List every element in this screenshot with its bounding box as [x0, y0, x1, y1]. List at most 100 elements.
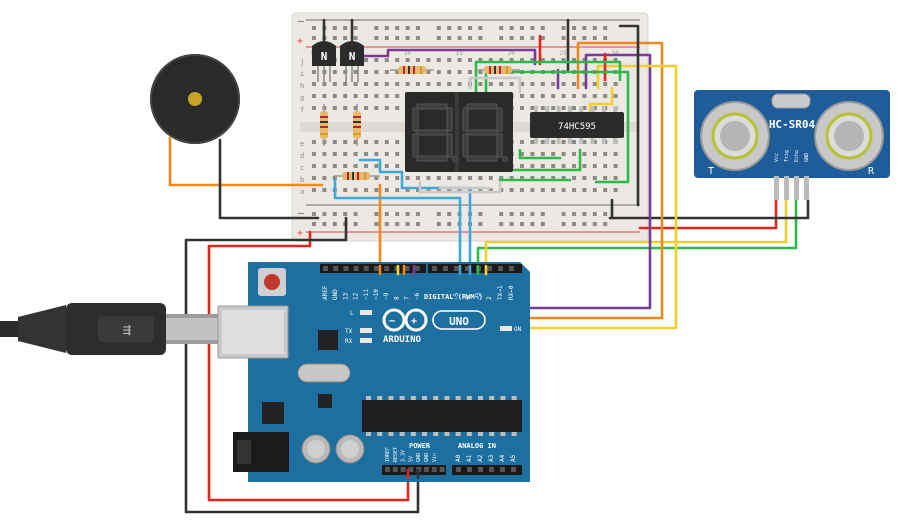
- breadboard-hole[interactable]: [312, 70, 316, 74]
- breadboard-hole[interactable]: [509, 188, 514, 192]
- breadboard-hole[interactable]: [582, 164, 587, 168]
- breadboard-hole[interactable]: [374, 222, 379, 226]
- breadboard-hole[interactable]: [613, 94, 618, 98]
- breadboard-hole[interactable]: [551, 176, 556, 180]
- breadboard-hole[interactable]: [405, 26, 410, 30]
- breadboard-hole[interactable]: [603, 82, 608, 86]
- breadboard-hole[interactable]: [592, 106, 597, 110]
- breadboard-hole[interactable]: [520, 58, 524, 62]
- breadboard-hole[interactable]: [509, 212, 514, 216]
- breadboard-hole[interactable]: [384, 140, 389, 144]
- breadboard-hole[interactable]: [384, 222, 389, 226]
- breadboard-hole[interactable]: [395, 26, 400, 30]
- breadboard-hole[interactable]: [395, 152, 400, 156]
- breadboard-hole[interactable]: [582, 94, 587, 98]
- breadboard-hole[interactable]: [592, 58, 597, 62]
- breadboard-hole[interactable]: [582, 58, 587, 62]
- breadboard-hole[interactable]: [343, 70, 348, 74]
- breadboard-hole[interactable]: [572, 164, 576, 168]
- breadboard-hole[interactable]: [374, 58, 379, 62]
- breadboard-hole[interactable]: [374, 212, 379, 216]
- breadboard-hole[interactable]: [603, 222, 608, 226]
- breadboard-hole[interactable]: [312, 222, 316, 226]
- breadboard-hole[interactable]: [426, 58, 431, 62]
- breadboard-hole[interactable]: [520, 212, 524, 216]
- breadboard-hole[interactable]: [364, 164, 368, 168]
- breadboard-hole[interactable]: [572, 152, 576, 156]
- breadboard-hole[interactable]: [343, 94, 348, 98]
- breadboard-hole[interactable]: [322, 164, 327, 168]
- breadboard-hole[interactable]: [509, 222, 514, 226]
- breadboard-hole[interactable]: [530, 82, 535, 86]
- breadboard-hole[interactable]: [374, 70, 379, 74]
- breadboard-hole[interactable]: [572, 82, 576, 86]
- breadboard-hole[interactable]: [322, 222, 327, 226]
- breadboard-hole[interactable]: [540, 212, 545, 216]
- breadboard-hole[interactable]: [540, 176, 545, 180]
- breadboard-hole[interactable]: [312, 94, 316, 98]
- breadboard-hole[interactable]: [572, 26, 576, 30]
- breadboard-hole[interactable]: [395, 164, 400, 168]
- breadboard-hole[interactable]: [447, 26, 452, 30]
- breadboard-hole[interactable]: [468, 176, 472, 180]
- breadboard-hole[interactable]: [540, 222, 545, 226]
- breadboard-hole[interactable]: [374, 82, 379, 86]
- breadboard-hole[interactable]: [332, 140, 337, 144]
- breadboard-hole[interactable]: [520, 222, 524, 226]
- breadboard-hole[interactable]: [478, 26, 483, 30]
- breadboard-hole[interactable]: [374, 164, 379, 168]
- breadboard-hole[interactable]: [343, 152, 348, 156]
- breadboard-hole[interactable]: [499, 36, 504, 40]
- breadboard-hole[interactable]: [561, 152, 566, 156]
- breadboard-hole[interactable]: [603, 212, 608, 216]
- breadboard-hole[interactable]: [540, 152, 545, 156]
- breadboard-hole[interactable]: [312, 106, 316, 110]
- breadboard-hole[interactable]: [426, 188, 431, 192]
- breadboard-hole[interactable]: [551, 140, 556, 144]
- breadboard-hole[interactable]: [457, 176, 462, 180]
- breadboard-hole[interactable]: [405, 58, 410, 62]
- breadboard-hole[interactable]: [353, 94, 358, 98]
- breadboard-hole[interactable]: [520, 94, 524, 98]
- breadboard-hole[interactable]: [457, 36, 462, 40]
- breadboard-hole[interactable]: [436, 212, 441, 216]
- breadboard-hole[interactable]: [478, 82, 483, 86]
- breadboard-hole[interactable]: [416, 36, 420, 40]
- breadboard-hole[interactable]: [520, 188, 524, 192]
- breadboard-hole[interactable]: [592, 188, 597, 192]
- breadboard-hole[interactable]: [540, 140, 545, 144]
- breadboard-hole[interactable]: [364, 188, 368, 192]
- breadboard-hole[interactable]: [332, 164, 337, 168]
- breadboard-hole[interactable]: [592, 164, 597, 168]
- breadboard-hole[interactable]: [384, 188, 389, 192]
- breadboard-hole[interactable]: [582, 152, 587, 156]
- breadboard-hole[interactable]: [384, 176, 389, 180]
- breadboard-hole[interactable]: [395, 188, 400, 192]
- breadboard-hole[interactable]: [520, 82, 524, 86]
- breadboard-hole[interactable]: [312, 140, 316, 144]
- breadboard-hole[interactable]: [592, 94, 597, 98]
- breadboard-hole[interactable]: [530, 58, 535, 62]
- breadboard-hole[interactable]: [332, 94, 337, 98]
- breadboard-hole[interactable]: [540, 164, 545, 168]
- breadboard-hole[interactable]: [447, 188, 452, 192]
- breadboard-hole[interactable]: [592, 36, 597, 40]
- breadboard-hole[interactable]: [488, 82, 493, 86]
- breadboard-hole[interactable]: [551, 106, 556, 110]
- breadboard-hole[interactable]: [582, 140, 587, 144]
- breadboard-hole[interactable]: [530, 222, 535, 226]
- breadboard-hole[interactable]: [312, 152, 316, 156]
- breadboard-hole[interactable]: [416, 82, 420, 86]
- breadboard-hole[interactable]: [374, 36, 379, 40]
- breadboard-hole[interactable]: [561, 176, 566, 180]
- breadboard-hole[interactable]: [384, 58, 389, 62]
- breadboard-hole[interactable]: [447, 36, 452, 40]
- breadboard-hole[interactable]: [582, 212, 587, 216]
- breadboard-hole[interactable]: [353, 70, 358, 74]
- breadboard-hole[interactable]: [561, 140, 566, 144]
- breadboard-hole[interactable]: [468, 70, 472, 74]
- breadboard-hole[interactable]: [322, 82, 327, 86]
- breadboard-hole[interactable]: [478, 70, 483, 74]
- breadboard-hole[interactable]: [540, 26, 545, 30]
- breadboard-hole[interactable]: [374, 152, 379, 156]
